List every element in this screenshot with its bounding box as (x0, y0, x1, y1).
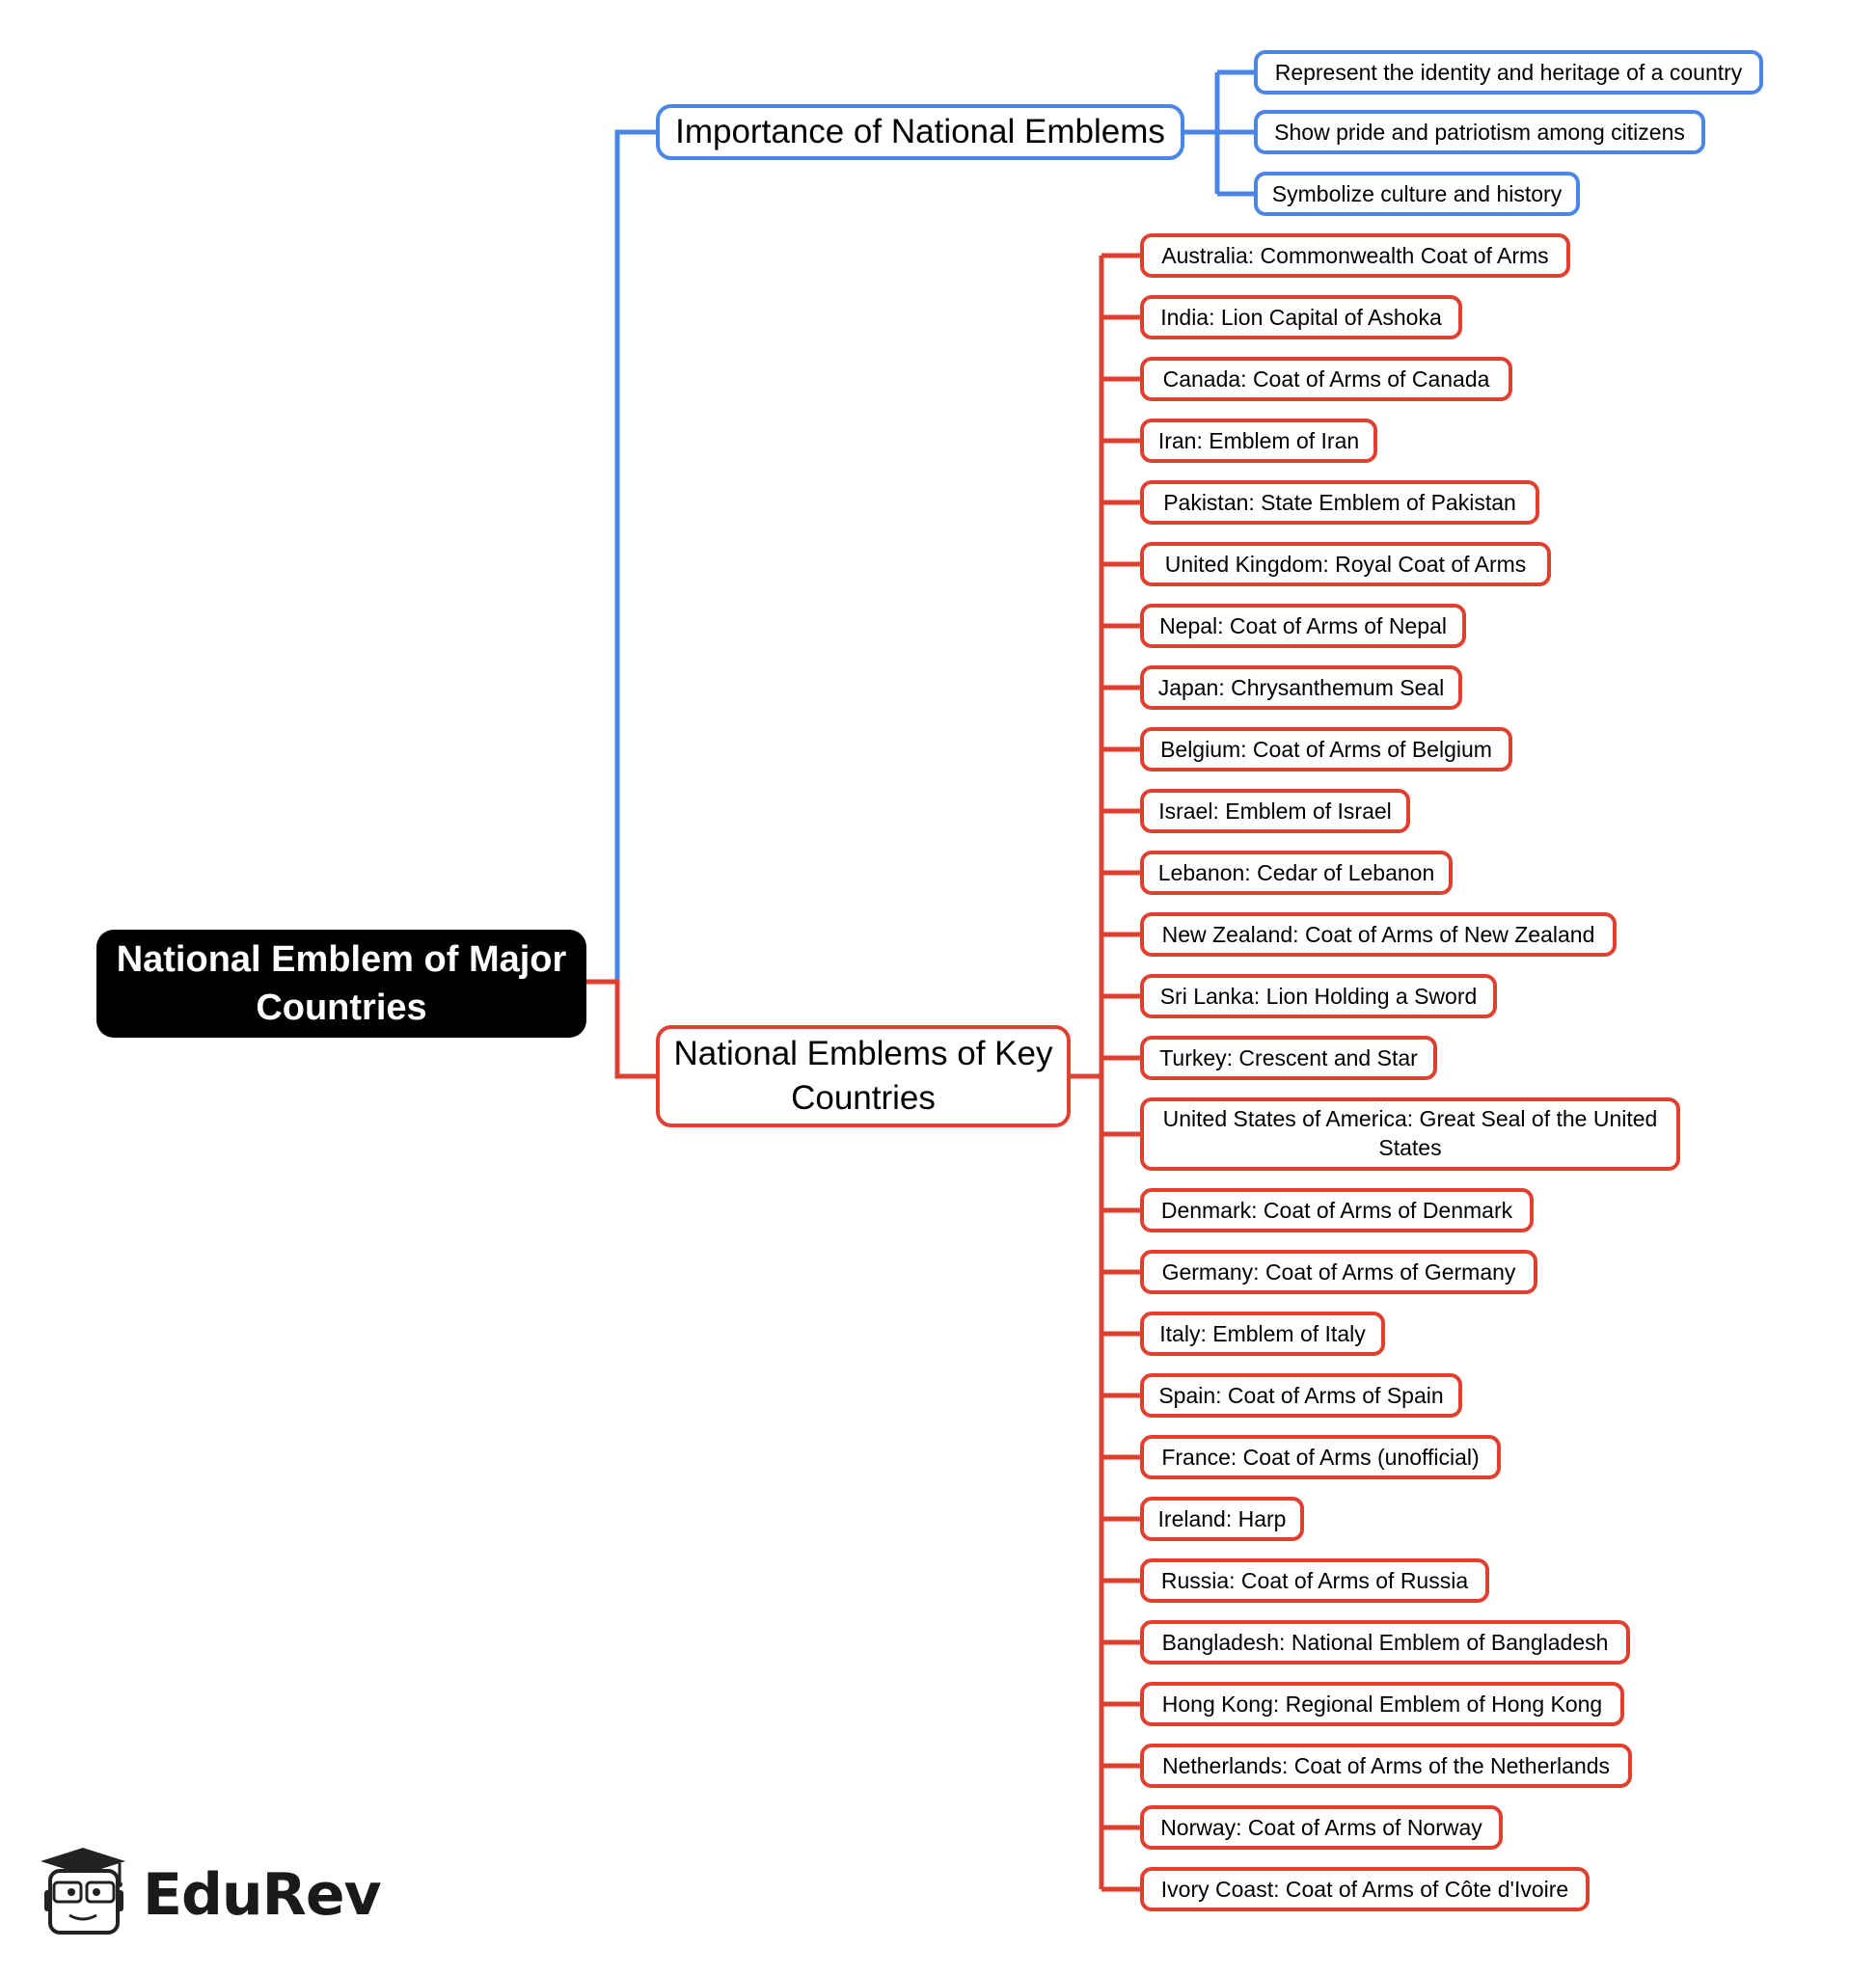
emblem-item: Lebanon: Cedar of Lebanon (1140, 851, 1453, 895)
root-to-emblems-line (586, 979, 656, 1079)
emblem-item-label: Norway: Coat of Arms of Norway (1160, 1814, 1482, 1840)
emblem-item-label: Israel: Emblem of Israel (1158, 798, 1392, 824)
emblem-item-label: Iran: Emblem of Iran (1157, 427, 1360, 453)
emblem-item-label: Germany: Coat of Arms of Germany (1161, 1259, 1516, 1285)
emblem-item-label: Nepal: Coat of Arms of Nepal (1159, 612, 1447, 638)
root-label: National Emblem of Major Countries (116, 938, 567, 1028)
emblem-item-label: Sri Lanka: Lion Holding a Sword (1159, 983, 1478, 1009)
emblem-item-label: Ireland: Harp (1157, 1505, 1287, 1531)
emblem-item-label: Bangladesh: National Emblem of Banglades… (1161, 1629, 1609, 1655)
emblem-item-label: New Zealand: Coat of Arms of New Zealand (1161, 921, 1595, 947)
emblem-item-label: United States of America: Great Seal of … (1162, 1106, 1658, 1160)
emblem-item: New Zealand: Coat of Arms of New Zealand (1140, 912, 1617, 957)
emblem-item: Norway: Coat of Arms of Norway (1140, 1805, 1503, 1850)
emblem-item: Canada: Coat of Arms of Canada (1140, 357, 1512, 401)
logo-text: EduRev (143, 1861, 382, 1929)
root-to-importance-line (586, 129, 656, 985)
emblem-item-label: United Kingdom: Royal Coat of Arms (1164, 551, 1527, 577)
emblem-item: Israel: Emblem of Israel (1140, 789, 1410, 833)
emblem-item: Netherlands: Coat of Arms of the Netherl… (1140, 1744, 1632, 1788)
emblem-item-label: India: Lion Capital of Ashoka (1160, 304, 1442, 330)
emblem-item: Belgium: Coat of Arms of Belgium (1140, 727, 1512, 771)
emblem-item: Spain: Coat of Arms of Spain (1140, 1373, 1462, 1418)
emblem-item: Italy: Emblem of Italy (1140, 1312, 1385, 1356)
importance-item: Show pride and patriotism among citizens (1254, 110, 1705, 154)
importance-item: Symbolize culture and history (1254, 172, 1580, 216)
emblem-item: Ivory Coast: Coat of Arms of Côte d'Ivoi… (1140, 1867, 1590, 1911)
emblem-item: France: Coat of Arms (unofficial) (1140, 1435, 1501, 1479)
importance-item: Represent the identity and heritage of a… (1254, 50, 1763, 95)
branch-importance: Importance of National Emblems (656, 104, 1184, 160)
emblem-item: India: Lion Capital of Ashoka (1140, 295, 1462, 339)
branch-emblems-label: National Emblems of Key Countries (673, 1034, 1053, 1117)
branch-importance-label: Importance of National Emblems (675, 113, 1165, 151)
emblem-item-label: Italy: Emblem of Italy (1159, 1320, 1366, 1346)
emblem-item: Nepal: Coat of Arms of Nepal (1140, 604, 1466, 648)
emblem-item-label: Denmark: Coat of Arms of Denmark (1160, 1197, 1513, 1223)
emblem-item-label: Belgium: Coat of Arms of Belgium (1160, 736, 1492, 762)
emblem-item-label: Pakistan: State Emblem of Pakistan (1163, 489, 1516, 515)
emblem-item: Russia: Coat of Arms of Russia (1140, 1558, 1489, 1603)
emblem-item-label: Lebanon: Cedar of Lebanon (1157, 859, 1435, 885)
emblem-item: Ireland: Harp (1140, 1497, 1304, 1541)
emblem-item-label: Turkey: Crescent and Star (1159, 1044, 1418, 1070)
emblem-item: Hong Kong: Regional Emblem of Hong Kong (1140, 1682, 1624, 1726)
emblem-item: United Kingdom: Royal Coat of Arms (1140, 542, 1551, 586)
emblem-item: United States of America: Great Seal of … (1140, 1097, 1680, 1171)
branch-emblems: National Emblems of Key Countries (656, 1025, 1071, 1127)
emblem-item: Australia: Commonwealth Coat of Arms (1140, 233, 1570, 278)
emblem-item: Turkey: Crescent and Star (1140, 1036, 1437, 1080)
root-node: National Emblem of Major Countries (96, 930, 586, 1038)
emblem-item-label: Australia: Commonwealth Coat of Arms (1161, 242, 1549, 268)
emblem-item: Iran: Emblem of Iran (1140, 419, 1377, 463)
emblem-item: Sri Lanka: Lion Holding a Sword (1140, 974, 1497, 1018)
importance-item-label: Represent the identity and heritage of a… (1274, 59, 1743, 85)
emblem-item-label: Ivory Coast: Coat of Arms of Côte d'Ivoi… (1160, 1876, 1569, 1902)
emblem-item: Denmark: Coat of Arms of Denmark (1140, 1188, 1534, 1232)
emblem-item-label: France: Coat of Arms (unofficial) (1161, 1444, 1480, 1470)
emblem-item: Japan: Chrysanthemum Seal (1140, 665, 1462, 710)
edurev-logo (41, 1848, 125, 1935)
emblem-item-label: Hong Kong: Regional Emblem of Hong Kong (1161, 1691, 1603, 1717)
emblem-item-label: Japan: Chrysanthemum Seal (1157, 674, 1445, 700)
importance-item-label: Show pride and patriotism among citizens (1274, 119, 1685, 145)
emblem-item-label: Spain: Coat of Arms of Spain (1158, 1382, 1444, 1408)
emblem-item: Germany: Coat of Arms of Germany (1140, 1250, 1537, 1294)
emblem-item-label: Canada: Coat of Arms of Canada (1162, 365, 1490, 392)
emblem-item-label: Russia: Coat of Arms of Russia (1160, 1567, 1469, 1593)
emblem-item-label: Netherlands: Coat of Arms of the Netherl… (1161, 1752, 1611, 1778)
emblem-item: Bangladesh: National Emblem of Banglades… (1140, 1620, 1630, 1665)
importance-item-label: Symbolize culture and history (1271, 180, 1563, 206)
emblem-item: Pakistan: State Emblem of Pakistan (1140, 480, 1539, 525)
graduate-mascot-icon (41, 1848, 125, 1935)
